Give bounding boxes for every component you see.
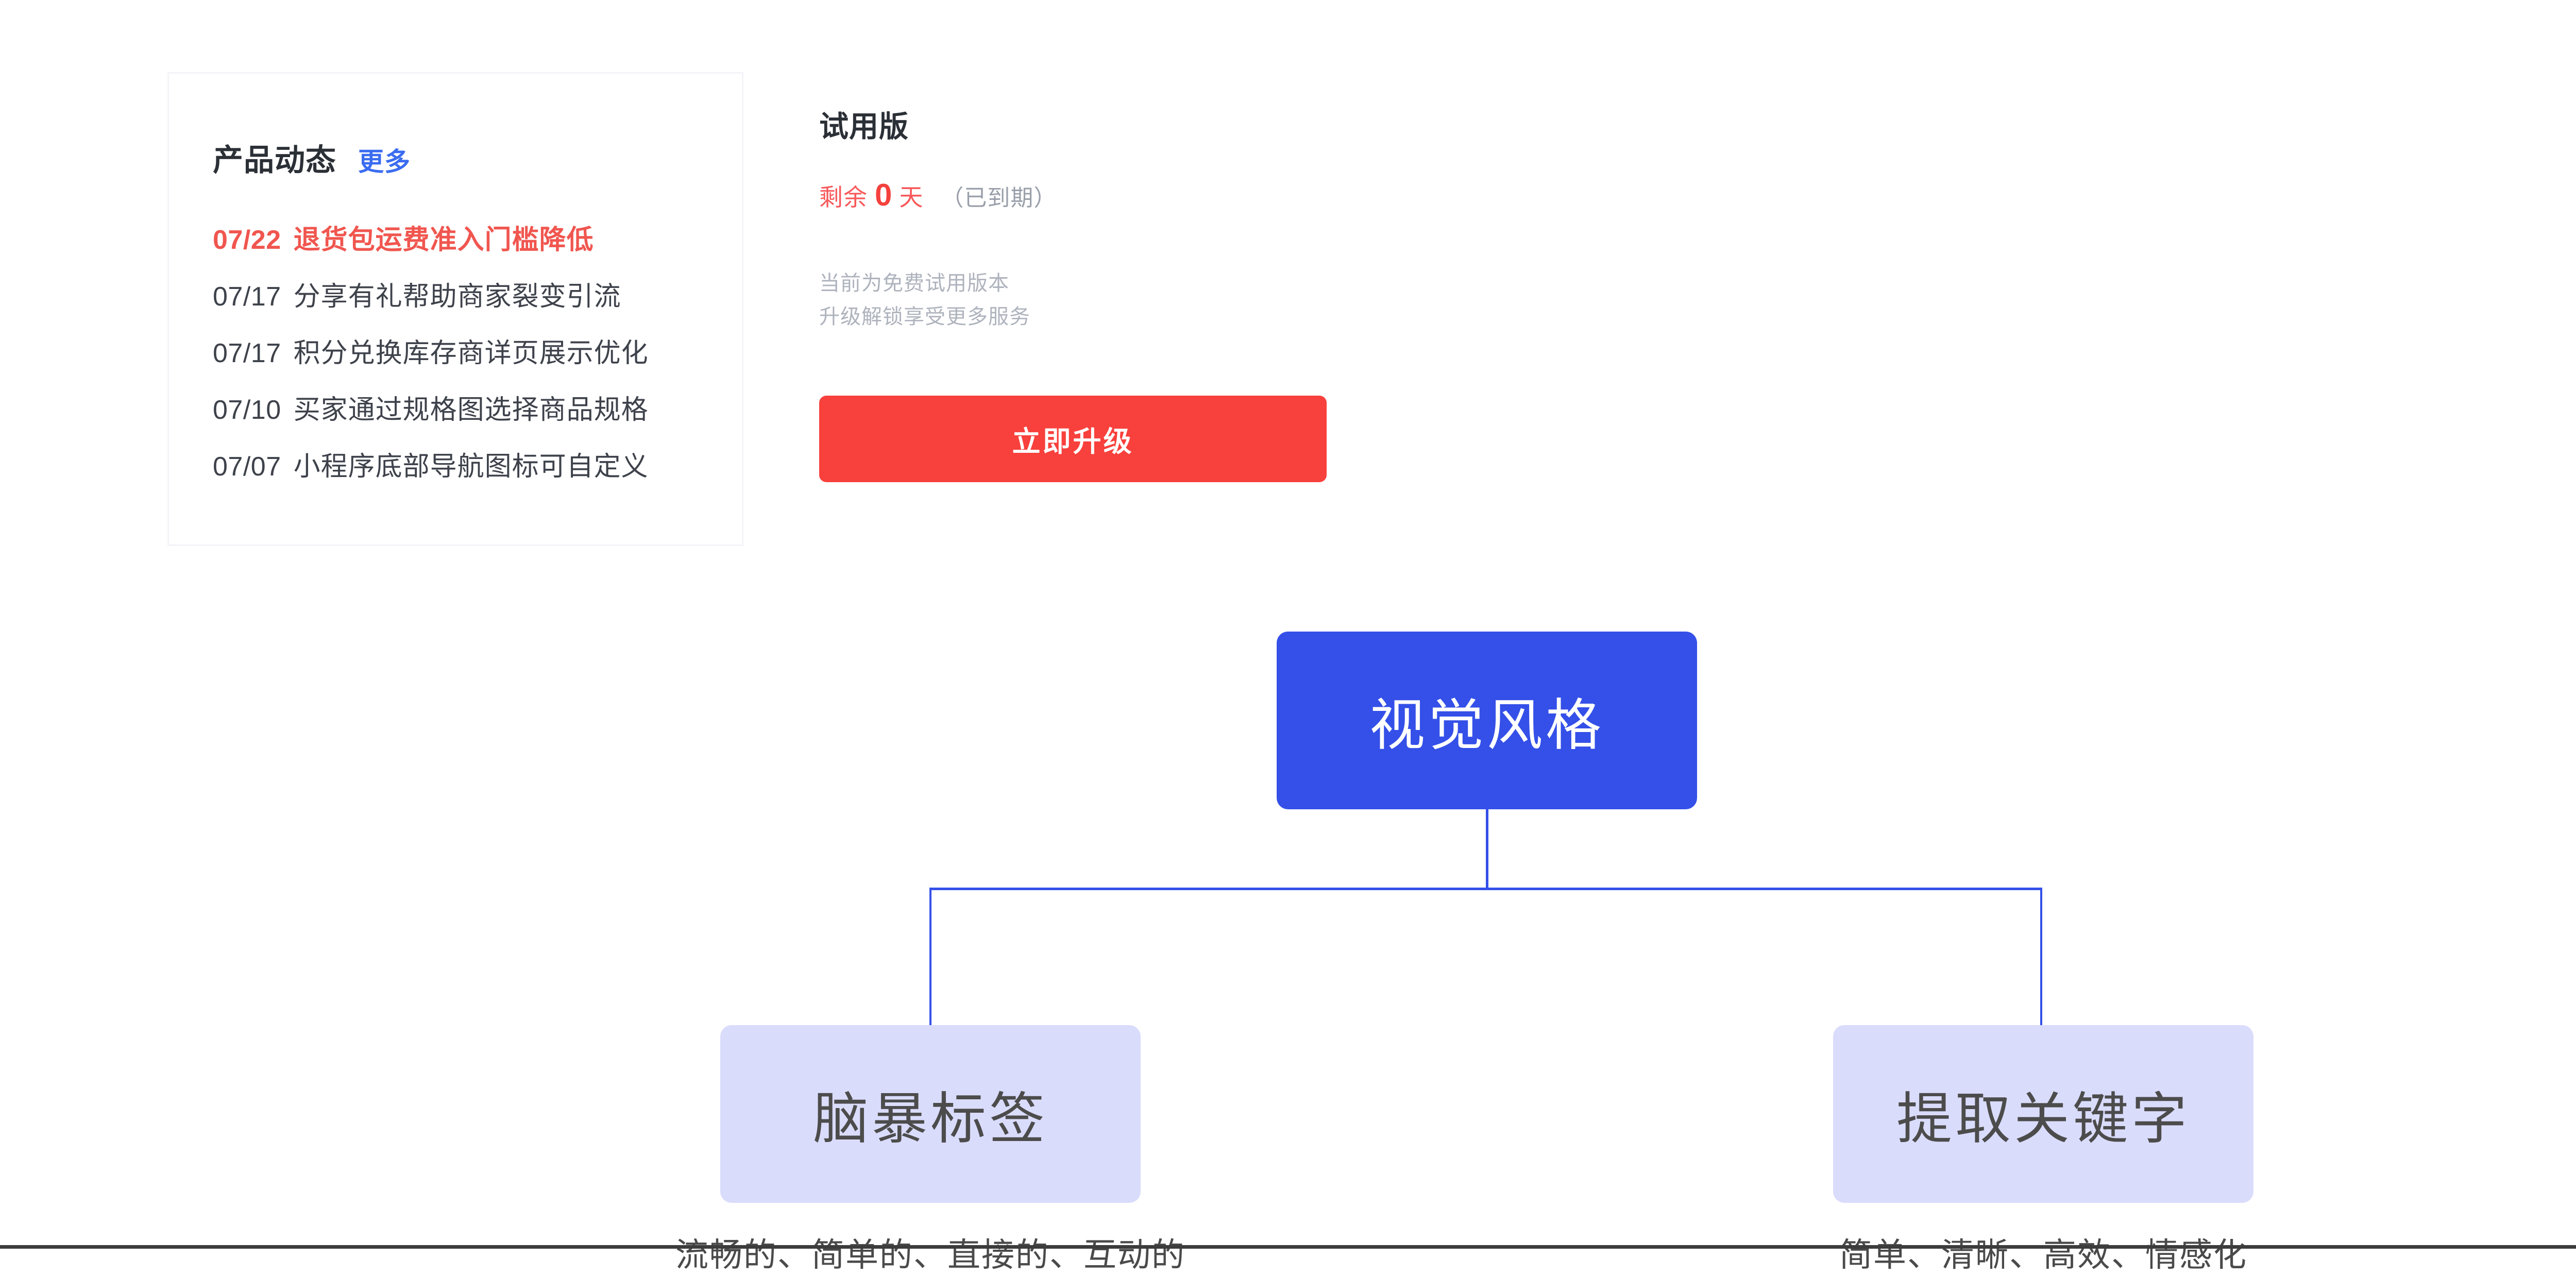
update-item-text: 小程序底部导航图标可自定义	[293, 452, 649, 482]
update-item-text: 积分兑换库存商详页展示优化	[293, 338, 649, 368]
trial-version-title: 试用版	[819, 110, 909, 143]
update-list-item[interactable]: 07/22 退货包运费准入门槛降低	[213, 212, 721, 268]
update-item-date: 07/07	[213, 452, 281, 482]
update-item-date: 07/22	[213, 225, 281, 255]
trial-remaining-label: 剩余	[819, 184, 868, 211]
update-item-date: 07/17	[213, 282, 281, 312]
update-list-item[interactable]: 07/07 小程序底部导航图标可自定义	[213, 438, 721, 495]
update-item-date: 07/17	[213, 338, 281, 368]
update-list-item[interactable]: 07/10 买家通过规格图选择商品规格	[213, 382, 721, 438]
trial-days-unit: 天	[899, 184, 924, 211]
update-item-text: 分享有礼帮助商家裂变引流	[293, 282, 621, 312]
trial-description-line-2: 升级解锁享受更多服务	[819, 305, 1030, 328]
tree-node-child-brainstorm-tags[interactable]: 脑暴标签	[720, 1025, 1141, 1203]
tree-node-root[interactable]: 视觉风格	[1277, 632, 1697, 809]
update-item-date: 07/10	[213, 395, 281, 425]
tree-caption-left: 流畅的、简单的、直接的、互动的	[675, 1236, 1185, 1273]
trial-expired-badge: （已到期）	[941, 185, 1057, 211]
connector-horizontal-bar	[929, 888, 2042, 890]
update-list-item[interactable]: 07/17 分享有礼帮助商家裂变引流	[213, 268, 721, 325]
update-item-text: 退货包运费准入门槛降低	[293, 225, 594, 255]
page-bottom-divider	[0, 1245, 2576, 1249]
upgrade-now-button[interactable]: 立即升级	[819, 395, 1327, 482]
connector-drop-right	[2040, 888, 2042, 1027]
product-updates-header: 产品动态 更多	[213, 135, 411, 179]
visual-style-tree-diagram: 视觉风格 脑暴标签 提取关键字 流畅的、简单的、直接的、互动的 简单、清晰、高效…	[0, 608, 2576, 1273]
product-updates-list: 07/22 退货包运费准入门槛降低 07/17 分享有礼帮助商家裂变引流 07/…	[213, 212, 721, 495]
connector-root-stem	[1486, 809, 1488, 889]
screenshot-root: 产品动态 更多 07/22 退货包运费准入门槛降低 07/17 分享有礼帮助商家…	[0, 72, 2576, 1273]
product-updates-more-link[interactable]: 更多	[358, 147, 411, 176]
tree-node-child-extract-keywords[interactable]: 提取关键字	[1833, 1025, 2253, 1203]
update-item-text: 买家通过规格图选择商品规格	[293, 395, 649, 425]
update-list-item[interactable]: 07/17 积分兑换库存商详页展示优化	[213, 325, 721, 382]
product-updates-title: 产品动态	[213, 143, 337, 177]
trial-description: 当前为免费试用版本 升级解锁享受更多服务	[819, 267, 1386, 334]
trial-remaining-row: 剩余 0 天 （已到期）	[819, 177, 1386, 213]
tree-caption-right: 简单、清晰、高效、情感化	[1839, 1236, 2247, 1273]
trial-description-line-1: 当前为免费试用版本	[819, 272, 1009, 295]
trial-remaining-days: 0	[875, 178, 892, 212]
connector-drop-left	[929, 888, 931, 1027]
product-updates-card: 产品动态 更多 07/22 退货包运费准入门槛降低 07/17 分享有礼帮助商家…	[167, 72, 743, 546]
trial-version-panel: 试用版 剩余 0 天 （已到期） 当前为免费试用版本 升级解锁享受更多服务 立即…	[819, 103, 1386, 482]
